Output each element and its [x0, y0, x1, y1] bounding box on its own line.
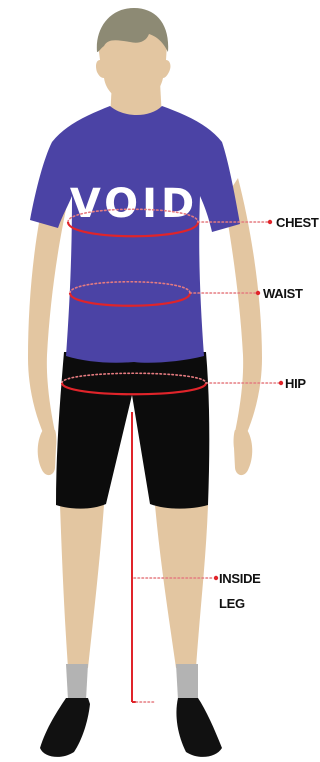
jersey-brand-text: VOID	[70, 181, 198, 227]
chest-label: CHEST	[276, 215, 319, 230]
right-leg	[155, 505, 208, 668]
jersey	[30, 106, 240, 363]
inside-leg-label-line2: LEG	[219, 596, 245, 611]
inside-leg-label-line1: INSIDE	[219, 571, 261, 586]
right-shoe	[176, 698, 222, 757]
inside-leg-leader-dot	[214, 576, 218, 580]
hip-label: HIP	[285, 376, 306, 391]
left-hand	[38, 428, 57, 475]
left-sock	[66, 664, 88, 700]
waist-label: WAIST	[263, 286, 303, 301]
hip-leader-dot	[279, 381, 283, 385]
chest-leader-dot	[268, 220, 272, 224]
left-leg	[60, 505, 104, 668]
right-hand	[234, 428, 253, 475]
right-sock	[176, 664, 198, 700]
left-shoe	[40, 698, 90, 757]
waist-leader-dot	[256, 291, 260, 295]
